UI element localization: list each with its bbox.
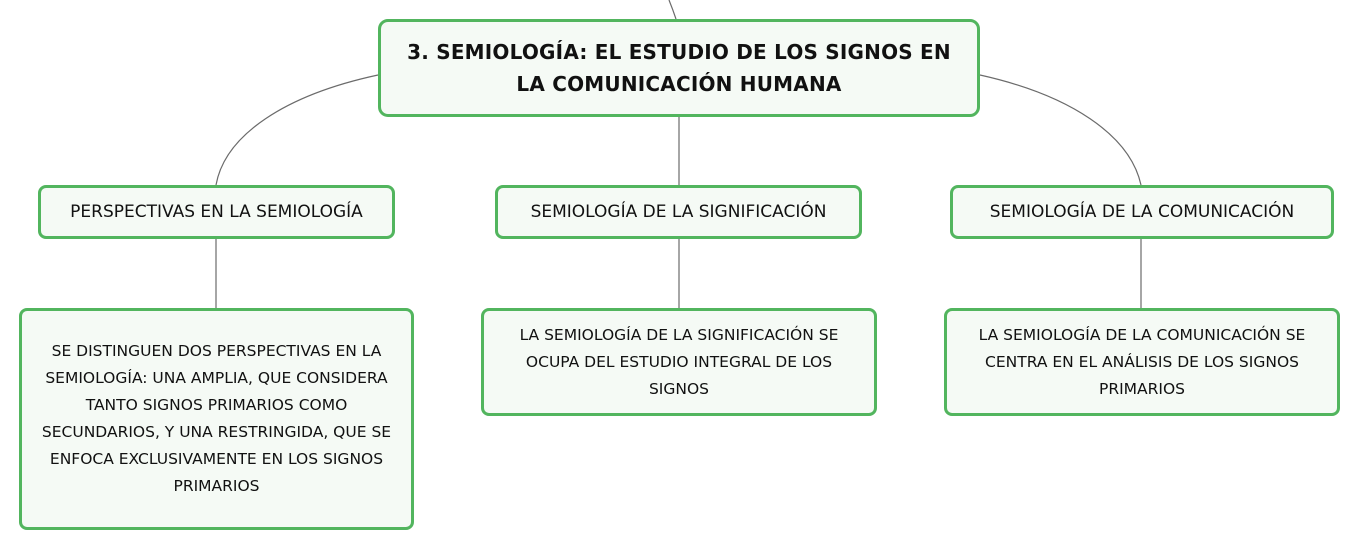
subtopic-perspectivas-detail[interactable]: SE DISTINGUEN DOS PERSPECTIVAS EN LA SEM…: [19, 308, 414, 530]
root-topic[interactable]: 3. SEMIOLOGÍA: EL ESTUDIO DE LOS SIGNOS …: [378, 19, 980, 117]
subtopic-significacion-detail[interactable]: LA SEMIOLOGÍA DE LA SIGNIFICACIÓN SE OCU…: [481, 308, 877, 416]
topic-perspectivas[interactable]: PERSPECTIVAS EN LA SEMIOLOGÍA: [38, 185, 395, 239]
connector-root-to-perspectivas: [215, 74, 379, 186]
subtopic-comunicacion-text: LA SEMIOLOGÍA DE LA COMUNICACIÓN SE CENT…: [978, 325, 1306, 398]
subtopic-comunicacion-detail[interactable]: LA SEMIOLOGÍA DE LA COMUNICACIÓN SE CENT…: [944, 308, 1340, 416]
connector-parent-to-root: [668, 0, 677, 20]
root-topic-title: 3. SEMIOLOGÍA: EL ESTUDIO DE LOS SIGNOS …: [407, 40, 951, 96]
topic-significacion[interactable]: SEMIOLOGÍA DE LA SIGNIFICACIÓN: [495, 185, 862, 239]
topic-comunicacion[interactable]: SEMIOLOGÍA DE LA COMUNICACIÓN: [950, 185, 1334, 239]
subtopic-significacion-text: LA SEMIOLOGÍA DE LA SIGNIFICACIÓN SE OCU…: [519, 325, 839, 398]
topic-significacion-label: SEMIOLOGÍA DE LA SIGNIFICACIÓN: [530, 202, 827, 222]
topic-perspectivas-label: PERSPECTIVAS EN LA SEMIOLOGÍA: [70, 202, 363, 222]
topic-comunicacion-label: SEMIOLOGÍA DE LA COMUNICACIÓN: [989, 202, 1295, 222]
subtopic-perspectivas-text: SE DISTINGUEN DOS PERSPECTIVAS EN LA SEM…: [41, 342, 392, 495]
connector-root-to-comunicacion: [979, 74, 1142, 186]
